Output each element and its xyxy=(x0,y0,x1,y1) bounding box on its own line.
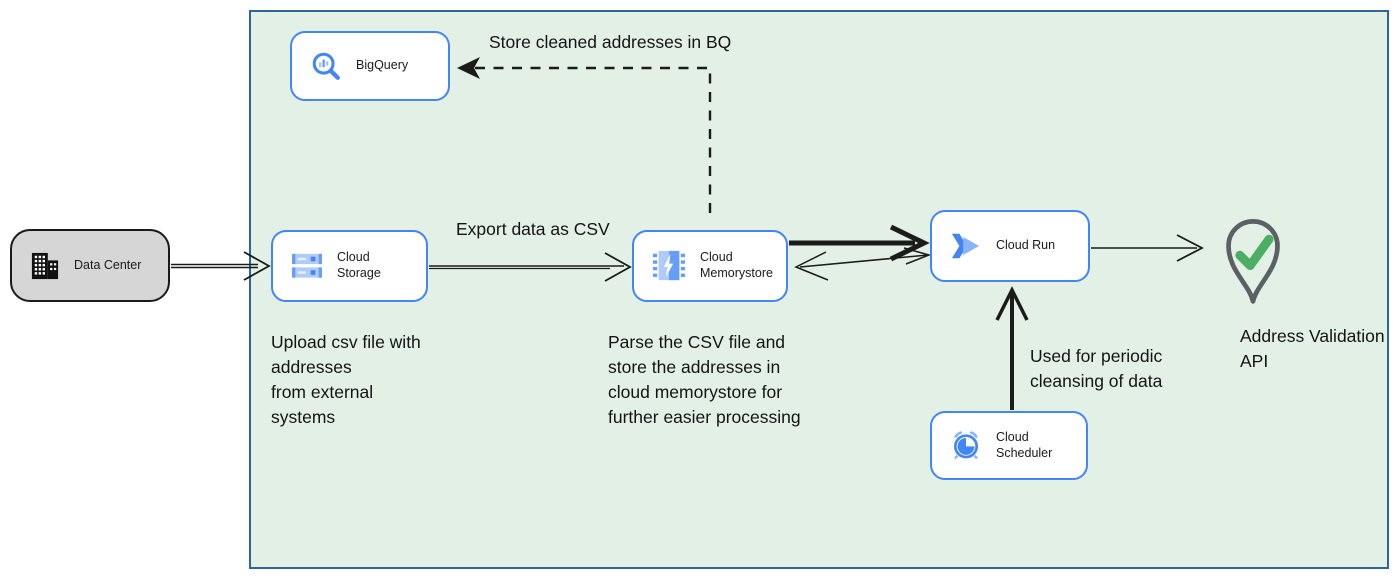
check-icon xyxy=(1235,234,1274,271)
memorystore-icon xyxy=(652,250,686,282)
node-label: Cloud Scheduler xyxy=(996,429,1053,460)
node-label: Cloud Memorystore xyxy=(700,250,773,280)
annotation-periodic-cleansing: Used for periodic cleansing of data xyxy=(1030,346,1163,391)
bigquery-icon xyxy=(310,50,342,82)
node-label: BigQuery xyxy=(356,58,409,73)
address-validation-api-label: Address Validation API xyxy=(1240,326,1385,371)
annotation-parse-csv: Parse the CSV file and store the address… xyxy=(608,332,801,427)
cloud-storage-icon xyxy=(291,252,323,280)
node-cloud-run[interactable]: Cloud Run xyxy=(930,210,1090,282)
annotation-store-cleaned-bq: Store cleaned addresses in BQ xyxy=(489,32,732,52)
cloud-run-icon xyxy=(950,232,982,260)
gcp-boundary-zone xyxy=(249,10,1389,569)
node-address-validation-api[interactable] xyxy=(1220,211,1286,312)
node-cloud-storage[interactable]: Cloud Storage xyxy=(271,230,428,302)
annotation-upload-csv: Upload csv file with addresses from exte… xyxy=(271,332,421,427)
node-cloud-scheduler[interactable]: Cloud Scheduler xyxy=(930,411,1088,480)
node-data-center[interactable]: Data Center xyxy=(10,229,170,302)
node-bigquery[interactable]: BigQuery xyxy=(290,31,450,101)
node-label: Data Center xyxy=(74,257,142,272)
building-icon xyxy=(30,252,60,280)
cloud-scheduler-icon xyxy=(950,430,982,461)
node-cloud-memorystore[interactable]: Cloud Memorystore xyxy=(632,230,788,302)
node-label: Cloud Run xyxy=(996,238,1056,253)
location-pin-check-icon xyxy=(1226,219,1280,304)
annotation-export-csv: Export data as CSV xyxy=(456,219,610,239)
node-label: Cloud Storage xyxy=(337,250,381,280)
